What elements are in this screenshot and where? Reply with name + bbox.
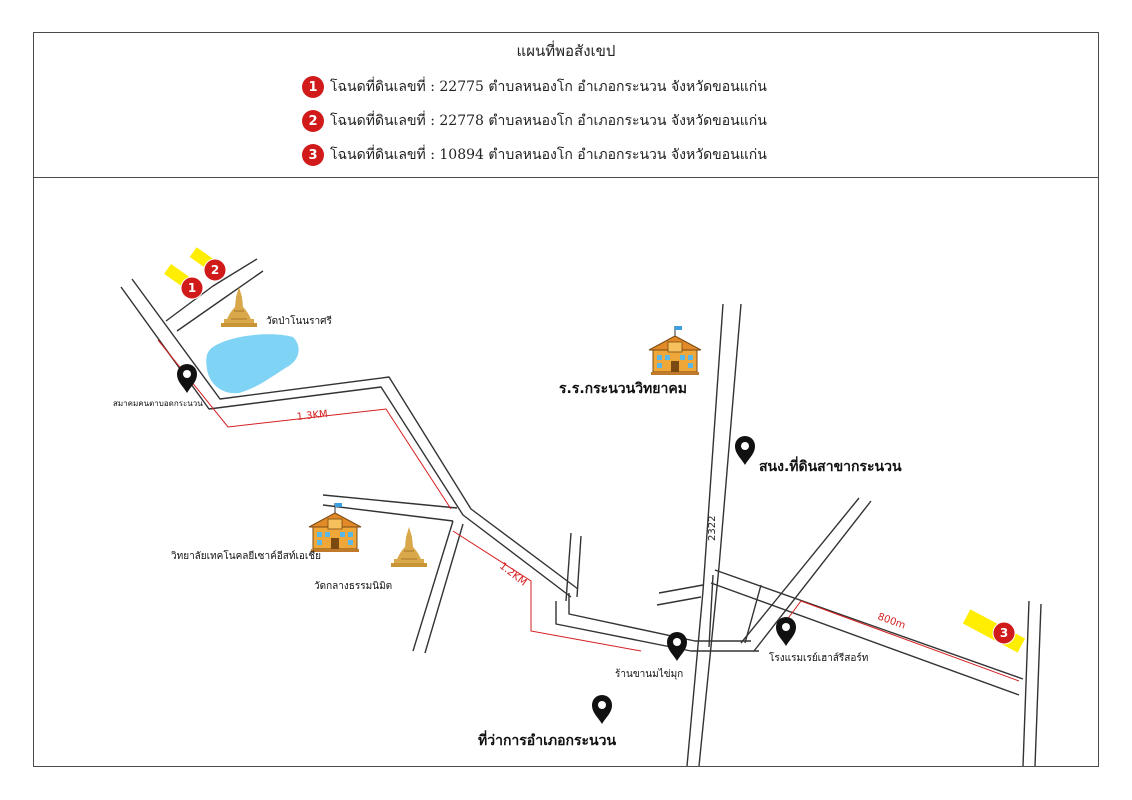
road-network [120, 258, 1042, 766]
pin-icon[interactable] [735, 436, 755, 465]
plot-marker-3[interactable]: 3 [992, 621, 1016, 645]
svg-text:3: 3 [1000, 626, 1008, 640]
place-school: ร.ร.กระนวนวิทยาคม [559, 381, 687, 397]
place-temple-2: วัดกลางธรรมนิมิต [314, 581, 392, 592]
pond [206, 334, 299, 394]
road-inner-b [744, 584, 762, 644]
road-ne-b [740, 497, 860, 644]
legend-item-2: 2 โฉนดที่ดินเลขที่ : 22778 ตำบลหนองโก อำ… [302, 108, 767, 134]
distance-label-2: 1.2KM [497, 561, 528, 589]
road-town-north [568, 593, 751, 642]
distance-label-1: 1.3KM [296, 409, 328, 423]
road-west-stub-b [658, 584, 704, 594]
svg-text:2: 2 [211, 263, 219, 277]
road-ne-a [753, 500, 872, 652]
school-icon [308, 502, 362, 553]
road-college-a [322, 494, 458, 509]
place-college: วิทยาลัยเทคโนคลยีเซาค์อีสท์เอเชีย [171, 549, 321, 562]
place-hotel: โรงแรมเรย์เฮาส์รีสอร์ท [769, 651, 868, 664]
svg-text:1: 1 [188, 281, 196, 295]
road-branch-nw-b [176, 270, 264, 332]
legend-panel: แผนที่พอสังเขป 1 โฉนดที่ดินเลขที่ : 2277… [34, 33, 1098, 178]
road-inner-a [708, 574, 714, 648]
road-east-b [710, 582, 1020, 696]
road-west-stub-a [656, 596, 702, 606]
map-frame: แผนที่พอสังเขป 1 โฉนดที่ดินเลขที่ : 2277… [33, 32, 1099, 767]
road-town-south [555, 601, 759, 652]
road-2322-a [686, 303, 724, 766]
road-number-label: 2322 [707, 516, 718, 541]
place-shop: ร้านขานมไข่มุก [615, 668, 683, 680]
legend-marker-3: 3 [302, 144, 324, 166]
legend-marker-1: 1 [302, 76, 324, 98]
legend-title: แผนที่พอสังเขป [516, 42, 616, 60]
road-stub-a [565, 532, 572, 602]
road-main-west-b [131, 278, 579, 590]
place-district-office: ที่ว่าการอำเภอกระนวน [478, 730, 616, 749]
road-east-a [714, 569, 1024, 680]
road-far-east-b [1034, 603, 1042, 766]
road-sw-b [424, 523, 464, 654]
legend-text-2: โฉนดที่ดินเลขที่ : 22778 ตำบลหนองโก อำเภ… [330, 113, 767, 129]
school-icon [648, 325, 702, 376]
plot-marker-1[interactable]: 1 [180, 276, 204, 300]
temple-icon [220, 286, 258, 328]
pin-icon[interactable] [592, 695, 612, 724]
pin-icon[interactable] [776, 617, 796, 646]
place-land-office: สนง.ที่ดินสาขากระนวน [759, 456, 902, 475]
legend-item-3: 3 โฉนดที่ดินเลขที่ : 10894 ตำบลหนองโก อำ… [302, 142, 767, 168]
pin-icon[interactable] [667, 632, 687, 661]
temple-icon [390, 526, 428, 568]
road-branch-nw-a [165, 258, 258, 322]
place-association: สมาคมคนตาบอดกระนวน [113, 399, 203, 408]
legend-text-1: โฉนดที่ดินเลขที่ : 22775 ตำบลหนองโก อำเภ… [330, 79, 767, 95]
legend-marker-2: 2 [302, 110, 324, 132]
road-stub-b [576, 535, 582, 598]
road-sw-a [412, 520, 454, 652]
place-temple-1: วัดป่าโนนราศรี [266, 314, 332, 327]
map-canvas[interactable]: 1.3KM 1.2KM 800m 2322 2 1 3 วัดป่าโนนราศ… [34, 178, 1098, 766]
road-college-b [322, 504, 454, 522]
legend-item-1: 1 โฉนดที่ดินเลขที่ : 22775 ตำบลหนองโก อำ… [302, 74, 767, 100]
road-far-east-a [1022, 600, 1030, 766]
legend-text-3: โฉนดที่ดินเลขที่ : 10894 ตำบลหนองโก อำเภ… [330, 147, 767, 163]
road-2322-b [698, 303, 742, 766]
plot-marker-2[interactable]: 2 [203, 258, 227, 282]
